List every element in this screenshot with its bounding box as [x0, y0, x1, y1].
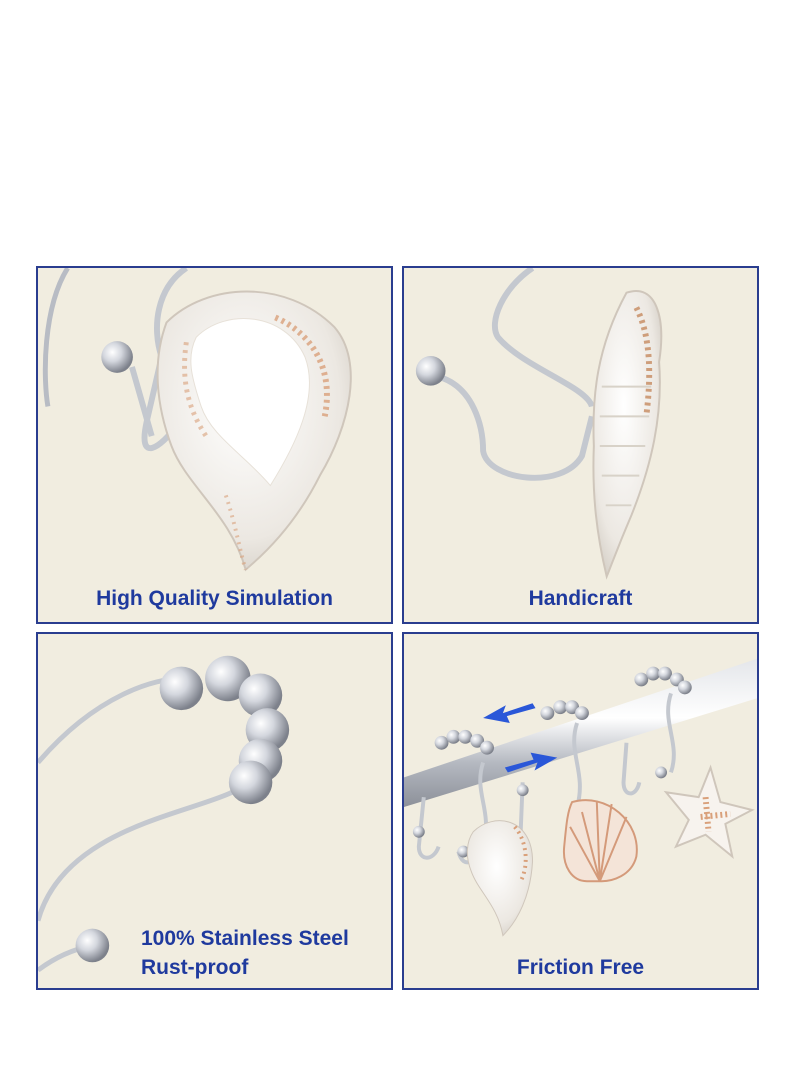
roller-ball-3 — [238, 673, 283, 718]
roller-ball-6 — [228, 760, 273, 805]
roller-balls — [412, 666, 692, 858]
panel-handicraft: Handicraft — [402, 266, 759, 624]
caption-high-quality-simulation: High Quality Simulation — [96, 587, 333, 610]
caption-handicraft: Handicraft — [528, 587, 633, 610]
conch-shell — [156, 290, 352, 572]
roller-ball-2 — [205, 655, 251, 702]
panel-stainless-steel: 100% Stainless Steel Rust-proof — [36, 632, 393, 990]
scallop-shell — [562, 799, 638, 883]
end-ball — [75, 928, 110, 963]
caption-friction-free: Friction Free — [516, 956, 645, 979]
caption-rust-proof: Rust-proof — [141, 956, 249, 979]
panel-high-quality-simulation: High Quality Simulation — [36, 266, 393, 624]
shower-rod-hooks-illustration — [404, 658, 757, 937]
conch-hook-side-illustration — [415, 268, 663, 580]
conch-shell-side — [592, 290, 663, 580]
chrome-ball — [415, 356, 446, 386]
panel-friction-free: Friction Free — [402, 632, 759, 990]
arrow-left-icon — [483, 703, 536, 723]
conch-shell-small — [466, 820, 534, 937]
arrow-right-icon — [504, 752, 558, 773]
conch-hook-illustration — [42, 268, 352, 572]
caption-stainless-steel: 100% Stainless Steel — [141, 927, 349, 950]
roller-hook-illustration — [38, 655, 290, 973]
roller-ball-1 — [159, 666, 204, 711]
chrome-ball — [101, 341, 133, 373]
starfish — [663, 764, 755, 860]
